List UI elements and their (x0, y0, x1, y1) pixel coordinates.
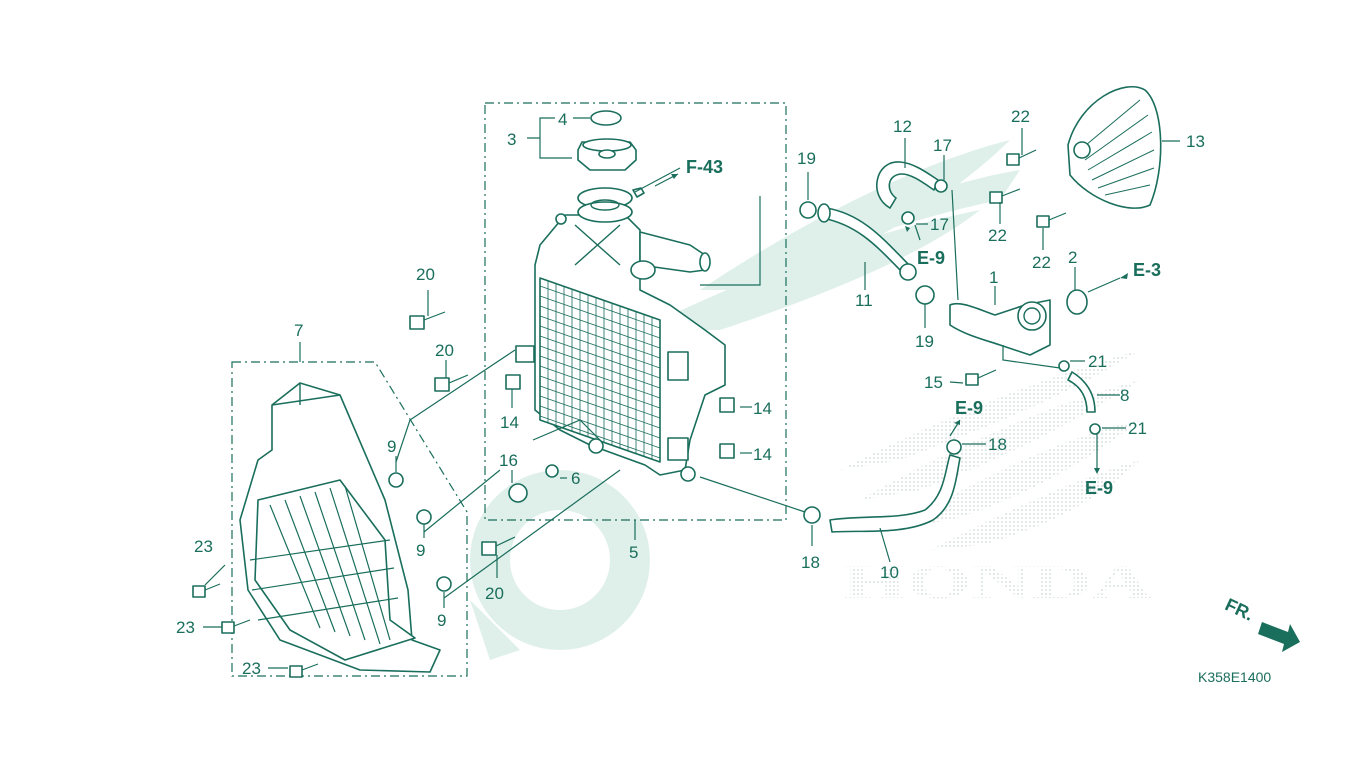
radiator-assembly-frame (484, 102, 787, 521)
label-23-b: 23 (176, 618, 195, 637)
fan-shroud (239, 382, 441, 673)
label-22-c: 22 (1032, 253, 1051, 272)
honda-logo-text: HONDA (842, 556, 1153, 609)
clamp-18-b (946, 439, 962, 455)
front-arrow-icon (1258, 622, 1300, 652)
label-7: 7 (294, 321, 303, 340)
label-20-a: 20 (416, 265, 435, 284)
hose-10 (829, 454, 961, 533)
clamp-17-b (901, 211, 915, 225)
hose-11-end-2 (899, 263, 917, 281)
diagram-code: K358E1400 (1198, 669, 1271, 685)
ref-e-9-a: E-9 (917, 248, 945, 268)
label-13: 13 (1186, 132, 1205, 151)
label-21-b: 21 (1128, 419, 1147, 438)
label-8: 8 (1120, 386, 1129, 405)
label-11: 11 (855, 291, 873, 310)
clamp-19-bottom (915, 285, 935, 305)
clamp-19-top (799, 201, 817, 219)
front-label: FR. (1222, 594, 1257, 624)
label-9-b: 9 (416, 541, 425, 560)
radiator-cap (577, 138, 637, 171)
radiator-core (515, 214, 726, 482)
radiator-cap-seal (590, 110, 622, 126)
label-16: 16 (499, 451, 518, 470)
label-14-b: 14 (753, 399, 772, 418)
label-9-c: 9 (437, 611, 446, 630)
label-19-b: 19 (915, 332, 934, 351)
label-6: 6 (571, 469, 580, 488)
shroud-assembly-frame (231, 361, 468, 677)
ref-e-9-c: E-9 (1085, 478, 1113, 498)
label-23-c: 23 (242, 659, 261, 678)
label-15: 15 (924, 373, 943, 392)
label-22-a: 22 (1011, 107, 1030, 126)
label-17-a: 17 (933, 136, 952, 155)
hose-11-end (817, 203, 831, 223)
clamp-17-a (934, 179, 948, 193)
clamp-21-b (1089, 423, 1101, 435)
ref-f-43: F-43 (686, 157, 723, 177)
label-3: 3 (507, 130, 516, 149)
water-pipe (949, 299, 1051, 356)
label-21-a: 21 (1088, 352, 1107, 371)
clamp-21-a (1058, 360, 1070, 372)
ref-e-3: E-3 (1133, 260, 1161, 280)
hose-8 (1067, 371, 1096, 413)
label-18-b: 18 (801, 553, 820, 572)
label-5: 5 (629, 543, 638, 562)
label-14-c: 14 (753, 445, 772, 464)
label-1: 1 (989, 268, 998, 287)
bolts (192, 149, 1067, 678)
filler-neck (555, 187, 645, 225)
label-4: 4 (558, 110, 567, 129)
label-9-a: 9 (387, 437, 396, 456)
ref-e-9-b: E-9 (955, 398, 983, 418)
water-pump-impeller (1067, 85, 1162, 209)
label-20-b: 20 (435, 341, 454, 360)
label-22-b: 22 (988, 226, 1007, 245)
label-2: 2 (1068, 248, 1077, 267)
label-14-a: 14 (500, 413, 519, 432)
clamp-18-a (803, 506, 821, 524)
reference-callouts: F-43 E-9 E-9 E-9 E-3 (654, 157, 1161, 498)
label-19-a: 19 (797, 149, 816, 168)
front-direction-marker: FR. (1222, 594, 1300, 652)
label-12: 12 (893, 117, 912, 136)
label-17-b: 17 (930, 215, 949, 234)
part-labels: 1 2 3 4 5 6 7 8 9 9 9 10 11 12 13 14 14 … (176, 107, 1205, 678)
label-23-a: 23 (194, 537, 213, 556)
label-10: 10 (880, 563, 899, 582)
o-ring (1066, 289, 1088, 315)
leader-lines (203, 117, 1180, 669)
label-20-c: 20 (485, 584, 504, 603)
honda-dotted-watermark: HONDA (840, 350, 1153, 609)
label-18-a: 18 (988, 435, 1007, 454)
